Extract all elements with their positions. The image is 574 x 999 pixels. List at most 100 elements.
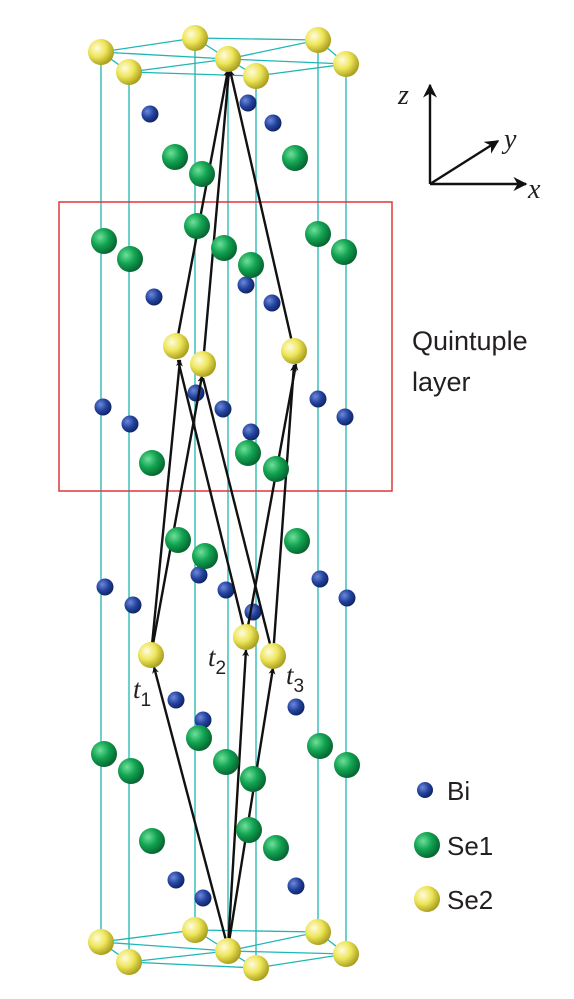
bi-atom [94,398,112,416]
vector-labels: t1 t2 t3 [133,642,304,711]
cell-bottom-diagonal [100,941,229,952]
se2-atom [305,919,331,945]
se2-atom [260,643,286,669]
se1-atom [213,749,239,775]
lattice-arrow [271,364,298,657]
bi-atom [263,294,281,312]
se1-atom [139,450,165,476]
t3-label: t3 [286,660,304,697]
se1-atom [284,528,310,554]
se1-atom [238,252,264,278]
se2-atom [138,642,164,668]
bi-atom [214,400,232,418]
se1-atom [282,145,308,171]
bi-atom [242,423,260,441]
t2-label: t2 [208,642,226,679]
se2-atom [215,938,241,964]
bi-atom [141,105,159,123]
legend: Bi Se1 Se2 [414,776,493,915]
bi-atom [190,566,208,584]
se1-atom [305,221,331,247]
se1-atom [240,766,266,792]
se2-atom [163,333,189,359]
t3-vector-arrow [226,667,276,949]
bi-atom [336,408,354,426]
bi-atom [145,288,163,306]
se1-atom [184,213,210,239]
se1-atom [91,228,117,254]
lattice-vector-arrows [149,69,299,949]
bi-atom [121,415,139,433]
se1-atom [91,741,117,767]
atoms-layer [88,25,360,975]
se1-atom [186,725,212,751]
se2-atom [215,46,241,72]
cell-bottom-diagonal [128,950,229,963]
se1-atom [235,440,261,466]
se2-atom [182,917,208,943]
axes-indicator [423,83,528,191]
se1-atom [139,828,165,854]
bi-atom [187,384,205,402]
se1-atom [236,817,262,843]
se2-atom [190,351,216,377]
se2-atom [88,929,114,955]
legend-se2-label: Se2 [447,885,493,915]
atoms-front-layer [138,46,307,981]
se1-atom [331,239,357,265]
se2-atom [116,59,142,85]
se2-atom [243,955,269,981]
se1-atom [263,835,289,861]
cell-bottom-diagonal [227,950,347,955]
bi-atom [96,578,114,596]
se2-atom [182,25,208,51]
se1-atom [192,543,218,569]
se2-atom [116,949,142,975]
cell-top-diagonal [128,58,229,73]
x-axis-label: x [527,174,541,205]
legend-se1-label: Se1 [447,831,493,861]
se2-atom [333,941,359,967]
bi-atom [167,871,185,889]
quintuple-layer-box [58,201,393,492]
bi-atom [237,276,255,294]
legend-bi-marker [417,782,433,798]
se1-atom [162,144,188,170]
lattice-arrow [201,377,275,657]
bi-atom [338,589,356,607]
cell-top-diagonal [100,51,229,60]
bi-atom [287,698,305,716]
bi-atom [264,114,282,132]
bi-atom [167,691,185,709]
se1-atom [263,456,289,482]
bi-atom [309,390,327,408]
bi-atom [194,711,212,729]
t1-label: t1 [133,674,151,711]
legend-se2-marker [414,886,440,912]
se1-atom [117,246,143,272]
se1-atom [189,161,215,187]
se2-atom [233,624,259,650]
cell-top-diagonal [227,58,347,65]
se1-atom [211,235,237,261]
se1-atom [307,733,333,759]
se1-atom [165,527,191,553]
y-axis-arrow [429,139,500,186]
cell-top-diagonal [227,39,319,60]
bi-atom [194,889,212,907]
quintuple-label-line1: Quintuple [412,326,528,356]
lattice-arrow [176,359,248,638]
se2-atom [281,338,307,364]
legend-se1-marker [414,832,440,858]
se2-atom [333,51,359,77]
se2-atom [88,39,114,65]
cell-bottom-diagonal [227,931,319,952]
quintuple-label-line2: layer [412,367,471,397]
lattice-arrow [244,363,299,638]
lattice-arrow [174,69,231,347]
y-axis-label: y [501,124,517,155]
t1-vector-arrow [152,666,230,949]
lattice-arrow [201,69,232,365]
